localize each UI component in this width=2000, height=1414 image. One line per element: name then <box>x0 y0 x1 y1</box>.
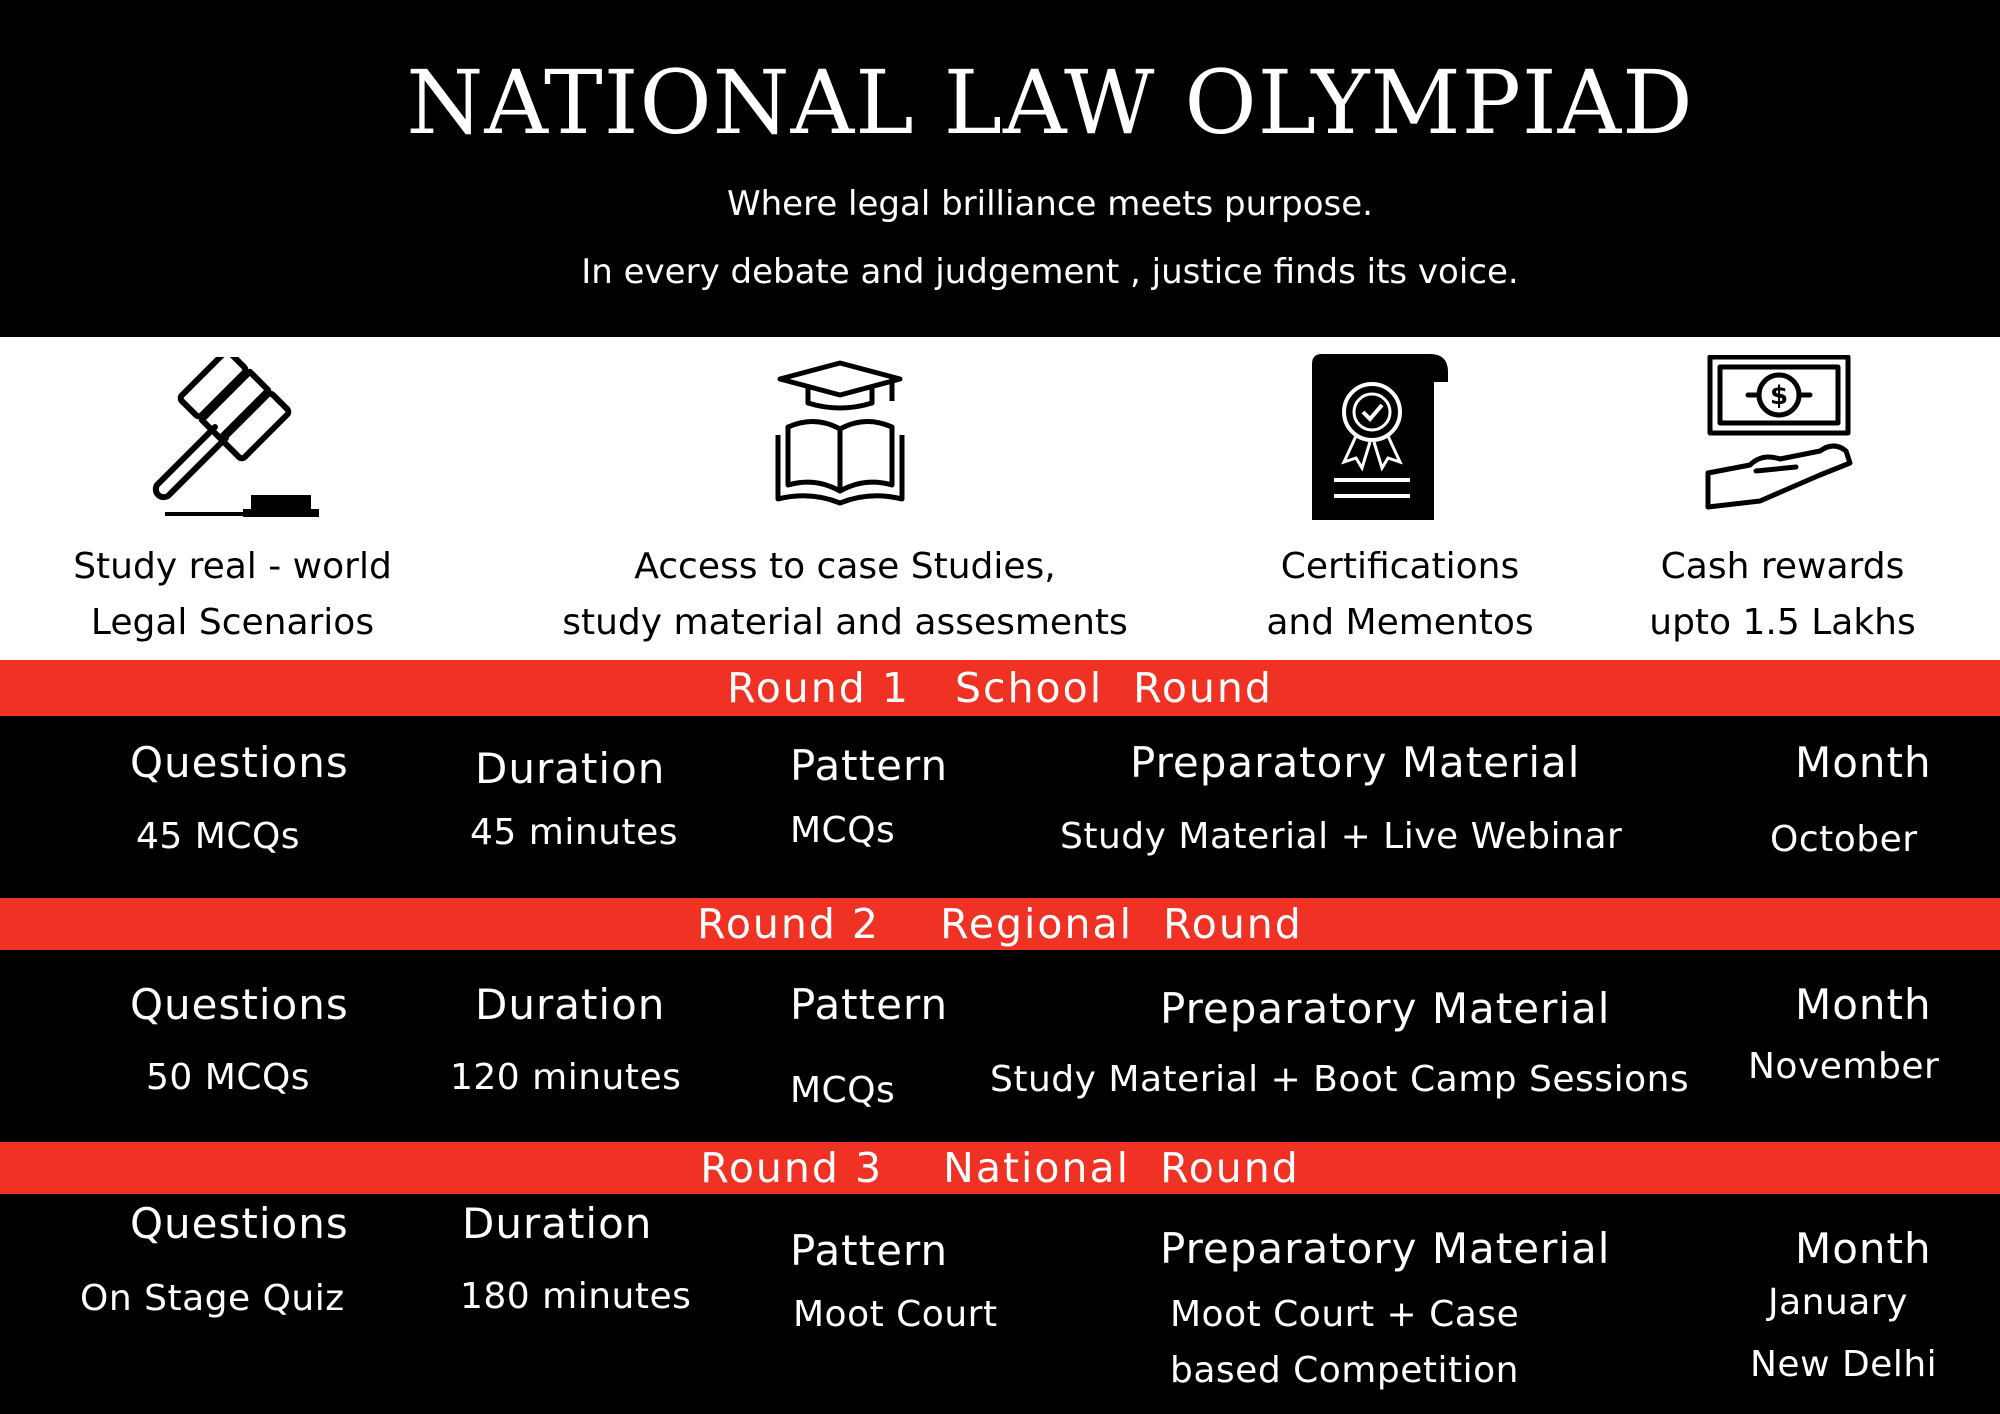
round-3-prep-label: Preparatory Material <box>1160 1224 1611 1273</box>
round-3-prep-line-2: based Competition <box>1170 1350 1519 1391</box>
round-2-prep-value: Study Material + Boot Camp Sessions <box>990 1059 1690 1100</box>
round-3-duration-value: 180 minutes <box>460 1276 692 1317</box>
round-3-questions-label: Questions <box>130 1199 349 1248</box>
feature-certifications-line-2: and Mementos <box>1266 602 1534 643</box>
round-1-prep-value: Study Material + Live Webinar <box>1060 816 1623 857</box>
header: NATIONAL LAW OLYMPIAD Where legal brilli… <box>0 0 2000 337</box>
round-3-pattern-value: Moot Court <box>793 1294 998 1335</box>
feature-cash-rewards-line-2: upto 1.5 Lakhs <box>1649 602 1916 643</box>
round-3-month-value: January <box>1768 1282 1908 1323</box>
feature-certifications-line-1: Certifications <box>1280 546 1520 587</box>
round-1-month-label: Month <box>1795 738 1932 787</box>
round-2-month-label: Month <box>1795 980 1932 1029</box>
feature-real-world-line-1: Study real - world <box>73 546 392 587</box>
tagline-line-1: Where legal brilliance meets purpose. <box>727 184 1373 224</box>
round-1-prep-label: Preparatory Material <box>1130 738 1581 787</box>
feature-real-world-line-2: Legal Scenarios <box>90 602 375 643</box>
round-1-banner: Round 1 School Round <box>0 660 2000 716</box>
round-2-questions-label: Questions <box>130 980 349 1029</box>
round-2-month-value: November <box>1748 1046 1940 1087</box>
round-3-location-value: New Delhi <box>1750 1344 1938 1385</box>
feature-certifications: Certifications and Mementos <box>1250 539 1550 651</box>
feature-real-world: Study real - world Legal Scenarios <box>60 539 405 651</box>
round-3-month-label: Month <box>1795 1224 1932 1273</box>
round-1-details: Questions 45 MCQs Duration 45 minutes Pa… <box>0 716 2000 898</box>
round-2-questions-value: 50 MCQs <box>146 1057 311 1098</box>
feature-cash-rewards-line-1: Cash rewards <box>1660 546 1905 587</box>
cash-hand-icon: $ <box>1705 355 1853 510</box>
certificate-icon <box>1312 354 1448 520</box>
tagline-line-2: In every debate and judgement , justice … <box>581 252 1519 292</box>
round-1-pattern-label: Pattern <box>790 741 949 790</box>
round-1-questions-value: 45 MCQs <box>136 816 301 857</box>
graduation-book-icon <box>775 360 905 506</box>
round-1-month-value: October <box>1770 819 1918 860</box>
round-3-questions-value: On Stage Quiz <box>80 1278 345 1319</box>
features-panel: $ Study real - world Legal Scenarios Acc… <box>0 337 2000 660</box>
round-3-duration-label: Duration <box>462 1199 653 1248</box>
svg-text:$: $ <box>1770 381 1788 411</box>
gavel-icon <box>152 357 319 517</box>
round-2-duration-value: 120 minutes <box>450 1057 682 1098</box>
round-2-duration-label: Duration <box>475 980 666 1029</box>
round-2-banner: Round 2 Regional Round <box>0 898 2000 950</box>
round-2-pattern-value: MCQs <box>790 1070 896 1111</box>
round-1-duration-label: Duration <box>475 744 666 793</box>
round-1-duration-value: 45 minutes <box>470 812 678 853</box>
round-3-prep-line-1: Moot Court + Case <box>1170 1294 1520 1335</box>
round-2-details: Questions 50 MCQs Duration 120 minutes P… <box>0 950 2000 1142</box>
feature-case-studies-line-1: Access to case Studies, <box>634 546 1056 587</box>
round-1-pattern-value: MCQs <box>790 810 896 851</box>
feature-case-studies: Access to case Studies, study material a… <box>545 539 1145 651</box>
page-title: NATIONAL LAW OLYMPIAD <box>406 51 1694 154</box>
round-3-pattern-label: Pattern <box>790 1226 949 1275</box>
round-3-banner: Round 3 National Round <box>0 1142 2000 1194</box>
feature-case-studies-line-2: study material and assesments <box>562 602 1128 643</box>
feature-cash-rewards: Cash rewards upto 1.5 Lakhs <box>1625 539 1940 651</box>
round-2-prep-label: Preparatory Material <box>1160 984 1611 1033</box>
round-2-pattern-label: Pattern <box>790 980 949 1029</box>
round-1-questions-label: Questions <box>130 738 349 787</box>
round-3-details: Questions On Stage Quiz Duration 180 min… <box>0 1194 2000 1414</box>
